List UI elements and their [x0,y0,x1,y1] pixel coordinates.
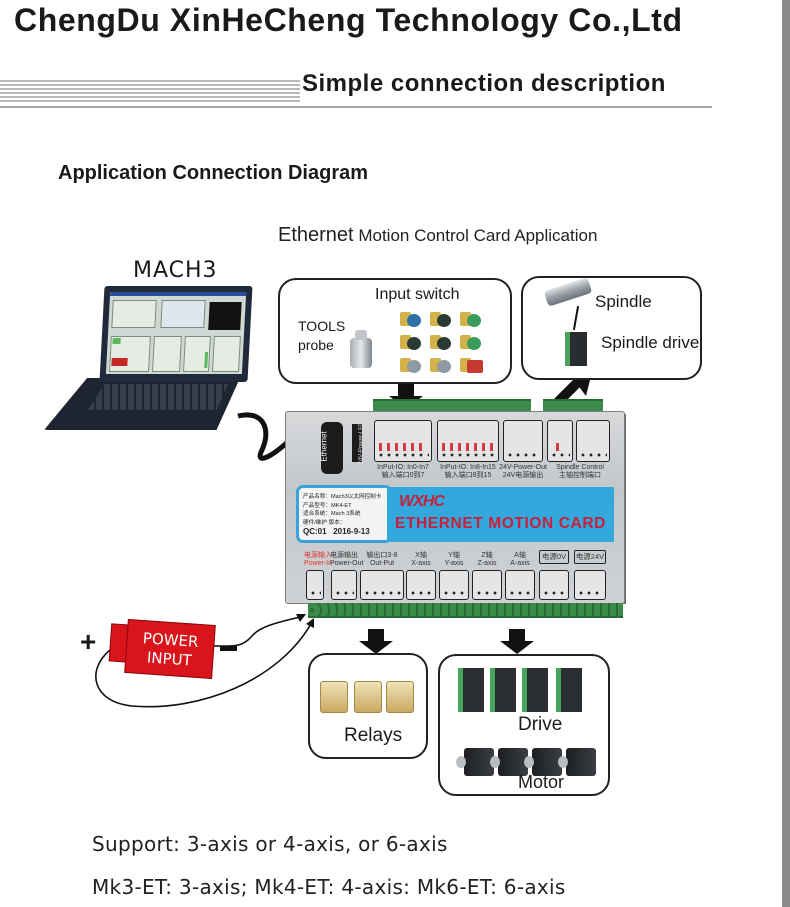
z-axis-terminals [472,570,502,600]
relay-image [386,681,414,713]
motor-label: Motor [518,772,565,792]
power-led-label: 24V-Power-LED [352,421,365,465]
drive-image [556,668,582,712]
input-switch-label: Input switch [375,286,460,303]
drive-image [458,668,484,712]
laptop-image [44,286,254,436]
diagram-heading: Application Connection Diagram [58,162,369,184]
spindle-label: Spindle [595,292,652,311]
brand-text: ETHERNET MOTION CARD [395,515,606,532]
drive-image [490,668,516,712]
laptop-keyboard [88,384,228,410]
top-terminal-block-2 [543,399,603,414]
top-terminal-block-1 [373,399,531,414]
spindle-control-group-2 [576,420,610,462]
brand-panel: WXHC ETHERNET MOTION CARD [387,487,614,542]
motor-image [524,748,562,776]
spindle-image [543,277,593,307]
power-24v-terminals [574,570,606,600]
ethernet-port: Ethernet [320,422,343,474]
input-switch-box: Input switch TOOLS probe [278,278,512,384]
x-axis-terminals [406,570,436,600]
spindle-drive-label: Spindle drive [601,333,700,352]
minus-sign [220,646,237,651]
relay-image [354,681,382,713]
input-switches-image [400,310,490,378]
product-info-card: 产品名称：Mach3以太网控制卡 产品型号：MK4-ET 适合系统：Mach 3… [296,485,392,543]
tool-probe-image [350,330,372,368]
page-edge-bar [782,0,790,907]
motor-image [558,748,596,776]
models-text: Mk3-ET: 3-axis; Mk4-ET: 4-axis: Mk6-ET: … [92,875,566,899]
application-heading-ethernet: Ethernet [278,224,354,246]
power-in-terminals [306,570,324,600]
input-group-in8-15 [437,420,499,462]
drive-arrow-down-icon [500,629,534,655]
spindle-arrow-icon [572,306,580,330]
motor-image [490,748,528,776]
power-arrowhead-2 [306,618,314,628]
power-input-block: POWER INPUT [124,618,216,680]
input-group-in0-7 [374,420,432,462]
drive-label: Drive [518,714,563,735]
power-out-terminals [331,570,357,600]
relay-image [320,681,348,713]
computer-label: MACH3 [133,258,218,283]
motor-image [456,748,494,776]
brand-logo: WXHC [399,493,445,510]
spindle-control-group-1 [547,420,573,462]
power-24v-caption: 电源24V [574,550,606,564]
relays-label: Relays [344,725,403,746]
section-underline [0,106,712,108]
a-axis-terminals [505,570,535,600]
support-text: Support: 3-axis or 4-axis, or 6-axis [92,832,448,856]
mach3-screen [105,292,247,374]
relays-arrow-down-icon [359,629,393,655]
ground-0v-terminals [539,570,569,600]
company-title: ChengDu XinHeCheng Technology Co.,Ltd [14,2,683,38]
application-heading-rest: Motion Control Card Application [353,226,598,245]
drive-motor-box: Drive Motor [438,654,610,796]
power-out-24v-group [503,420,543,462]
application-heading: Ethernet Motion Control Card Application [278,224,597,247]
y-axis-terminals [439,570,469,600]
section-title: Simple connection description [302,70,666,97]
power-arrowhead-1 [296,614,306,622]
relays-box: Relays [308,653,428,759]
plus-sign: + [80,626,97,657]
laptop-screen-frame [99,286,253,382]
power-wire-negative [213,615,305,647]
output-terminals [360,570,404,600]
section-decoration-lines [0,80,300,110]
spindle-drive-image [565,332,587,366]
drive-image [522,668,548,712]
ground-0v-caption: 电源0V [539,550,569,564]
bottom-terminal-strip [308,603,623,618]
tools-probe-label: TOOLS probe [298,318,346,353]
spindle-box: Spindle Spindle drive [521,276,702,380]
